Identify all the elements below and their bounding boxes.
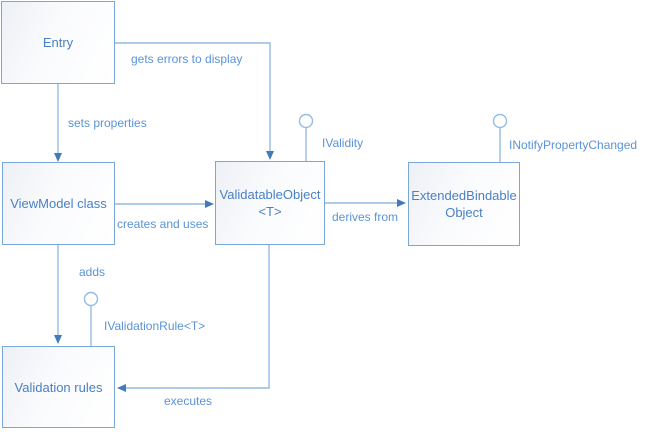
edge-executes-line — [126, 245, 270, 389]
edge-label-adds: adds — [79, 265, 106, 279]
edge-sets-properties-arrowhead-icon — [54, 153, 62, 162]
edge-label-executes: executes — [164, 394, 213, 408]
edge-gets-errors-to-display — [115, 42, 274, 160]
node-validation-rules-label: Validation rules — [14, 379, 103, 395]
node-entry: Entry — [1, 1, 115, 84]
interface-inotifypropertychanged-circle — [492, 113, 508, 129]
edge-creates-and-uses-arrowhead-icon — [205, 200, 214, 208]
interface-ivalidity-circle — [298, 113, 314, 129]
edge-creates-and-uses — [115, 200, 214, 208]
edge-derives-from-arrowhead-icon — [397, 199, 406, 207]
interface-label-inotifypropertychanged: INotifyPropertyChanged — [509, 138, 638, 152]
interface-label-ivalidity: IValidity — [322, 136, 364, 150]
node-validatable-object-label-line1: ValidatableObject — [219, 187, 321, 202]
interface-ivalidationrule-circle — [83, 291, 99, 307]
edge-label-derives-from: derives from — [332, 210, 399, 224]
node-viewmodel-class-label: ViewModel class — [10, 196, 107, 211]
node-extended-bindable-object-label-line2: Object — [445, 205, 483, 220]
node-viewmodel-class: ViewModel class — [2, 162, 115, 245]
edge-gets-errors-line — [115, 42, 271, 152]
edge-label-creates-and-uses: creates and uses — [117, 217, 209, 231]
edge-adds-arrowhead-icon — [54, 335, 62, 344]
edge-executes-arrowhead-icon — [117, 384, 126, 392]
node-validatable-object-label-line2: <T> — [258, 204, 282, 219]
edge-label-sets-properties: sets properties — [68, 116, 147, 130]
node-extended-bindable-object: ExtendedBindable Object — [408, 162, 520, 246]
edge-executes — [117, 245, 270, 392]
interface-ivalidationrule-lollipop-icon — [83, 291, 99, 346]
interface-ivalidity-lollipop-icon — [298, 113, 314, 161]
edge-sets-properties — [54, 84, 62, 162]
node-validation-rules: Validation rules — [2, 346, 115, 428]
interface-inotifypropertychanged-lollipop-icon — [492, 113, 508, 162]
edge-gets-errors-arrowhead-icon — [266, 151, 274, 160]
edge-adds — [54, 245, 62, 344]
node-validatable-object: ValidatableObject <T> — [215, 161, 325, 245]
interface-label-ivalidationrule: IValidationRule<T> — [104, 319, 206, 333]
edge-derives-from — [325, 199, 406, 207]
node-extended-bindable-object-label-line1: ExtendedBindable — [411, 188, 517, 203]
node-entry-label: Entry — [42, 35, 74, 50]
edge-label-gets-errors-to-display: gets errors to display — [131, 52, 243, 66]
